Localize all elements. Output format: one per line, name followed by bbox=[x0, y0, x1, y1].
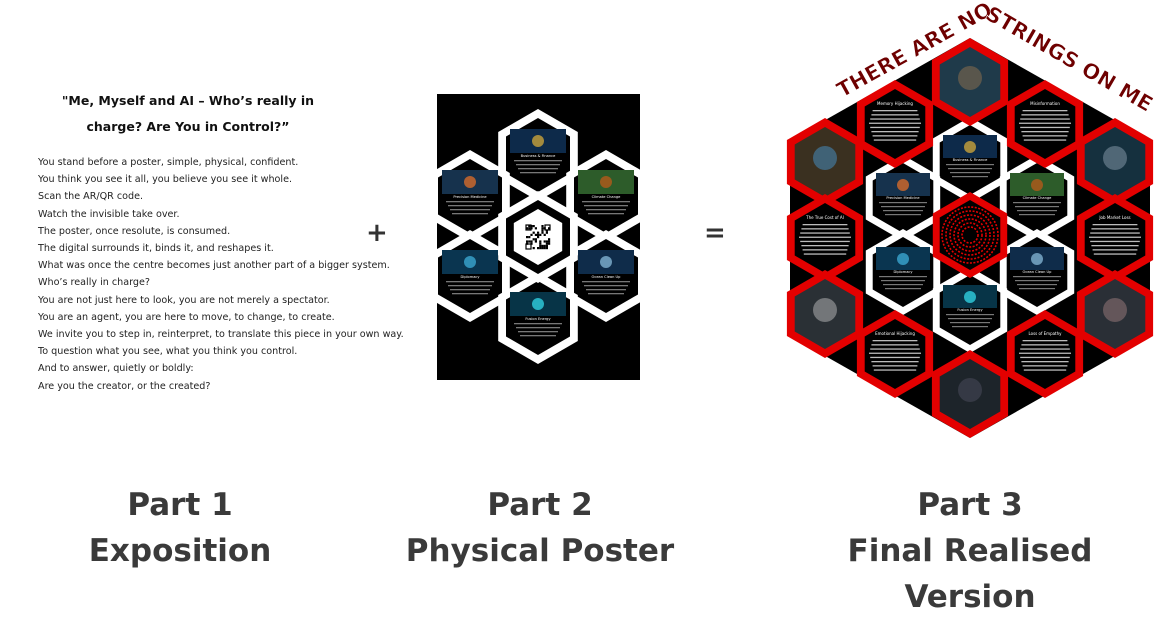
exposition-line: You are an agent, you are here to move, … bbox=[38, 311, 335, 323]
inner-hex-tile: Business & Finance bbox=[932, 117, 1008, 203]
tile-label: Precision Medicine bbox=[453, 195, 487, 199]
tile-label: Loss of Empathy bbox=[1028, 331, 1062, 336]
outer-text-hex: Emotional Hijacking bbox=[856, 310, 934, 398]
caption-part-name: Exposition bbox=[88, 533, 272, 569]
exposition-text: "Me, Myself and AI – Who’s really in cha… bbox=[38, 88, 404, 395]
tile-label: Diplomacy bbox=[460, 275, 480, 279]
qr-code-hex[interactable] bbox=[498, 191, 578, 283]
poster-hex-tile: Climate Change bbox=[566, 150, 646, 242]
outer-image-hex bbox=[1076, 270, 1154, 358]
tile-label: Misinformation bbox=[1030, 101, 1060, 106]
outer-text-hex: Misinformation bbox=[1006, 80, 1084, 168]
inner-hex-tile: Diplomacy bbox=[865, 229, 941, 315]
exposition-line: To question what you see, what you think… bbox=[38, 346, 298, 358]
caption-part-name: Physical Poster bbox=[405, 533, 675, 569]
tile-image bbox=[1103, 146, 1127, 170]
poster-hex-tile: Ocean Clean Up bbox=[566, 230, 646, 322]
caption-part-name: Final Realised Version bbox=[847, 533, 1093, 615]
tile-label: Job Market Loss bbox=[1098, 215, 1130, 220]
tile-label: Ocean Clean Up bbox=[592, 275, 622, 279]
tile-label: Emotional Hijacking bbox=[875, 331, 915, 336]
inner-hex-tile: Ocean Clean Up bbox=[999, 229, 1075, 315]
exposition-line: And to answer, quietly or boldly: bbox=[38, 363, 194, 375]
plus-sign: + bbox=[366, 218, 388, 248]
caption-part-label: Part 1 bbox=[127, 487, 233, 523]
exposition-line: The poster, once resolute, is consumed. bbox=[38, 225, 231, 237]
exposition-line: What was once the centre becomes just an… bbox=[38, 260, 390, 272]
outer-image-hex bbox=[931, 38, 1009, 126]
outer-image-hex bbox=[786, 270, 864, 358]
outer-text-hex: The True Cost of AI bbox=[786, 194, 864, 282]
caption-part-1: Part 1 Exposition bbox=[0, 482, 360, 574]
inner-hex-tile: Precision Medicine bbox=[865, 155, 941, 241]
exposition-line: We invite you to step in, reinterpret, t… bbox=[38, 329, 404, 341]
tile-label: Diplomacy bbox=[893, 270, 913, 274]
tile-label: Climate Change bbox=[1023, 196, 1053, 200]
inner-hex-tile: Climate Change bbox=[999, 155, 1075, 241]
poster-hex-tile: Business & Finance bbox=[498, 109, 578, 201]
tile-image bbox=[813, 146, 837, 170]
qr-code[interactable] bbox=[525, 224, 551, 250]
exposition-title: "Me, Myself and AI – Who’s really in cha… bbox=[61, 93, 315, 134]
poster-hex-tile: Diplomacy bbox=[430, 230, 510, 322]
tile-label: Business & Finance bbox=[521, 154, 556, 158]
exposition-line: The digital surrounds it, binds it, and … bbox=[38, 243, 274, 255]
exposition-line: Who’s really in charge? bbox=[38, 277, 150, 289]
exposition-line: Watch the invisible take over. bbox=[38, 208, 180, 220]
exposition-line: You stand before a poster, simple, physi… bbox=[38, 157, 299, 168]
exposition-line: You think you see it all, you believe yo… bbox=[38, 174, 293, 186]
exposition-line: You are not just here to look, you are n… bbox=[38, 294, 330, 306]
outer-image-hex bbox=[931, 350, 1009, 438]
tile-label: The True Cost of AI bbox=[805, 215, 844, 220]
tile-label: Fusion Energy bbox=[957, 308, 983, 312]
tile-label: Memory Hijacking bbox=[877, 101, 913, 106]
tile-image bbox=[813, 298, 837, 322]
outer-text-hex: Job Market Loss bbox=[1076, 194, 1154, 282]
tile-label: Business & Finance bbox=[953, 158, 988, 162]
equals-sign: = bbox=[704, 218, 726, 248]
tile-label: Precision Medicine bbox=[886, 196, 920, 200]
exposition-line: Scan the AR/QR code. bbox=[38, 191, 144, 203]
center-red-vortex bbox=[932, 192, 1008, 278]
caption-part-2: Part 2 Physical Poster bbox=[360, 482, 720, 574]
outer-text-hex: Memory Hijacking bbox=[856, 80, 934, 168]
tile-label: Ocean Clean Up bbox=[1023, 270, 1053, 274]
poster-hex-tile: Precision Medicine bbox=[430, 150, 510, 242]
tile-image bbox=[958, 66, 982, 90]
caption-part-label: Part 3 bbox=[917, 487, 1023, 523]
outer-image-hex bbox=[1076, 118, 1154, 206]
outer-image-hex bbox=[786, 118, 864, 206]
tile-label: Fusion Energy bbox=[525, 317, 551, 321]
exposition-line: Are you the creator, or the created? bbox=[38, 380, 211, 392]
poster-hex-tile: Fusion Energy bbox=[498, 272, 578, 364]
tile-image bbox=[958, 378, 982, 402]
exposition-lines: You stand before a poster, simple, physi… bbox=[38, 154, 404, 395]
caption-part-3: Part 3 Final Realised Version bbox=[790, 482, 1150, 620]
caption-part-label: Part 2 bbox=[487, 487, 593, 523]
inner-hex-tile: Fusion Energy bbox=[932, 267, 1008, 353]
outer-text-hex: Loss of Empathy bbox=[1006, 310, 1084, 398]
tile-image bbox=[1103, 298, 1127, 322]
tile-label: Climate Change bbox=[592, 195, 622, 199]
